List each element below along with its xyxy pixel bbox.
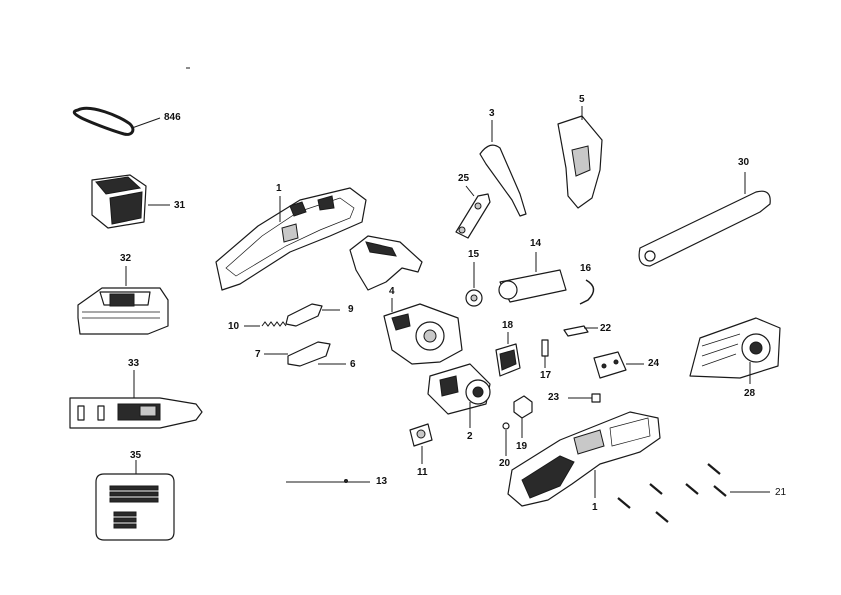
callout-30: 30 (738, 157, 750, 168)
part-oil-pump (498, 252, 567, 303)
callout-18: 18 (502, 320, 514, 331)
callout-10: 10 (228, 321, 240, 332)
callout-1-bottom: 1 (592, 502, 598, 513)
callout-9: 9 (348, 304, 354, 315)
part-switch (285, 303, 340, 327)
part-bushing (409, 423, 433, 464)
callout-6: 6 (350, 359, 356, 370)
part-handle-tube (479, 120, 527, 217)
part-motor-cover (349, 235, 423, 291)
part-screw-set (617, 463, 770, 523)
part-screw (568, 393, 601, 403)
callout-13: 13 (376, 476, 388, 487)
callout-4: 4 (389, 286, 395, 297)
callout-32: 32 (120, 253, 132, 264)
callout-23: 23 (548, 392, 560, 403)
part-plate (593, 351, 644, 379)
part-label-plate (95, 460, 175, 541)
part-battery (91, 174, 170, 229)
callout-19: 19 (516, 441, 528, 452)
callout-3: 3 (489, 108, 495, 119)
part-lever (455, 185, 491, 239)
callout-21: 21 (775, 487, 787, 498)
part-sprocket-cover (689, 317, 781, 384)
callout-24: 24 (648, 358, 660, 369)
callout-2: 2 (467, 431, 473, 442)
part-trigger (264, 341, 331, 367)
part-nut (513, 395, 533, 438)
part-housing-right (507, 411, 661, 507)
part-washer (502, 422, 510, 456)
callout-33: 33 (128, 358, 140, 369)
callout-17: 17 (540, 370, 552, 381)
callout-20: 20 (499, 458, 511, 469)
callout-1-top: 1 (276, 183, 282, 194)
callout-7: 7 (255, 349, 261, 360)
callout-22: 22 (600, 323, 612, 334)
callout-846: 846 (164, 112, 181, 123)
part-cam (495, 332, 521, 377)
part-sprocket (465, 262, 483, 307)
part-bracket (557, 106, 603, 209)
part-screw-small (563, 325, 598, 337)
callout-14: 14 (530, 238, 542, 249)
part-guide-bar (638, 172, 771, 267)
part-saw-chain (72, 107, 161, 136)
part-charger (77, 266, 169, 335)
callout-25: 25 (458, 173, 470, 184)
callout-16: 16 (580, 263, 592, 274)
callout-35: 35 (130, 450, 142, 461)
callout-5: 5 (579, 94, 585, 105)
part-motor (427, 363, 491, 428)
part-gear-housing (383, 298, 463, 365)
part-rod (286, 479, 370, 483)
callout-28: 28 (744, 388, 756, 399)
callout-15: 15 (468, 249, 480, 260)
part-spring (244, 321, 287, 327)
part-clip (579, 279, 595, 305)
part-bar-cover (69, 370, 203, 429)
callout-31: 31 (174, 200, 186, 211)
part-small-pin (541, 339, 549, 368)
callout-11: 11 (417, 467, 428, 478)
part-housing-left (215, 187, 367, 291)
